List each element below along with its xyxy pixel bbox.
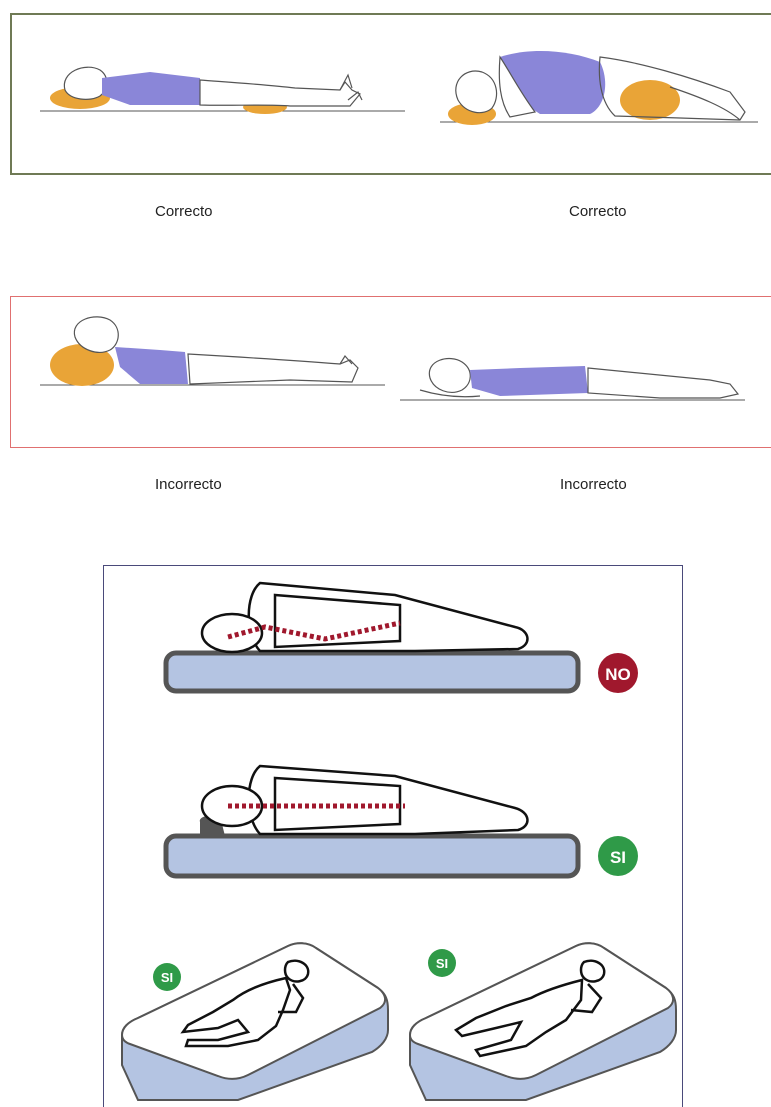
head [202,614,262,652]
badge-si-text: SI [436,956,448,971]
soft-mattress-figure: NO [160,575,650,700]
badge-si-text: SI [610,848,626,867]
side-lying-correct-figure [440,42,760,132]
prone-figure [400,348,750,408]
caption-incorrect-right: Incorrecto [560,476,627,493]
badge-no-text: NO [605,665,631,684]
badge-si-text: SI [161,970,173,985]
supine-high-pillow-figure [40,312,390,392]
supine-correct-figure [40,50,410,125]
fetal-position-left-figure: SI [118,940,398,1100]
caption-incorrect-left: Incorrecto [155,476,222,493]
mattress [166,653,578,691]
fetal-position-right-figure: SI [406,940,686,1100]
mattress [166,836,578,876]
caption-correct-right: Correcto [569,203,627,220]
firm-mattress-figure: SI [160,758,650,883]
knee-pillow [620,80,680,120]
caption-correct-left: Correcto [155,203,213,220]
